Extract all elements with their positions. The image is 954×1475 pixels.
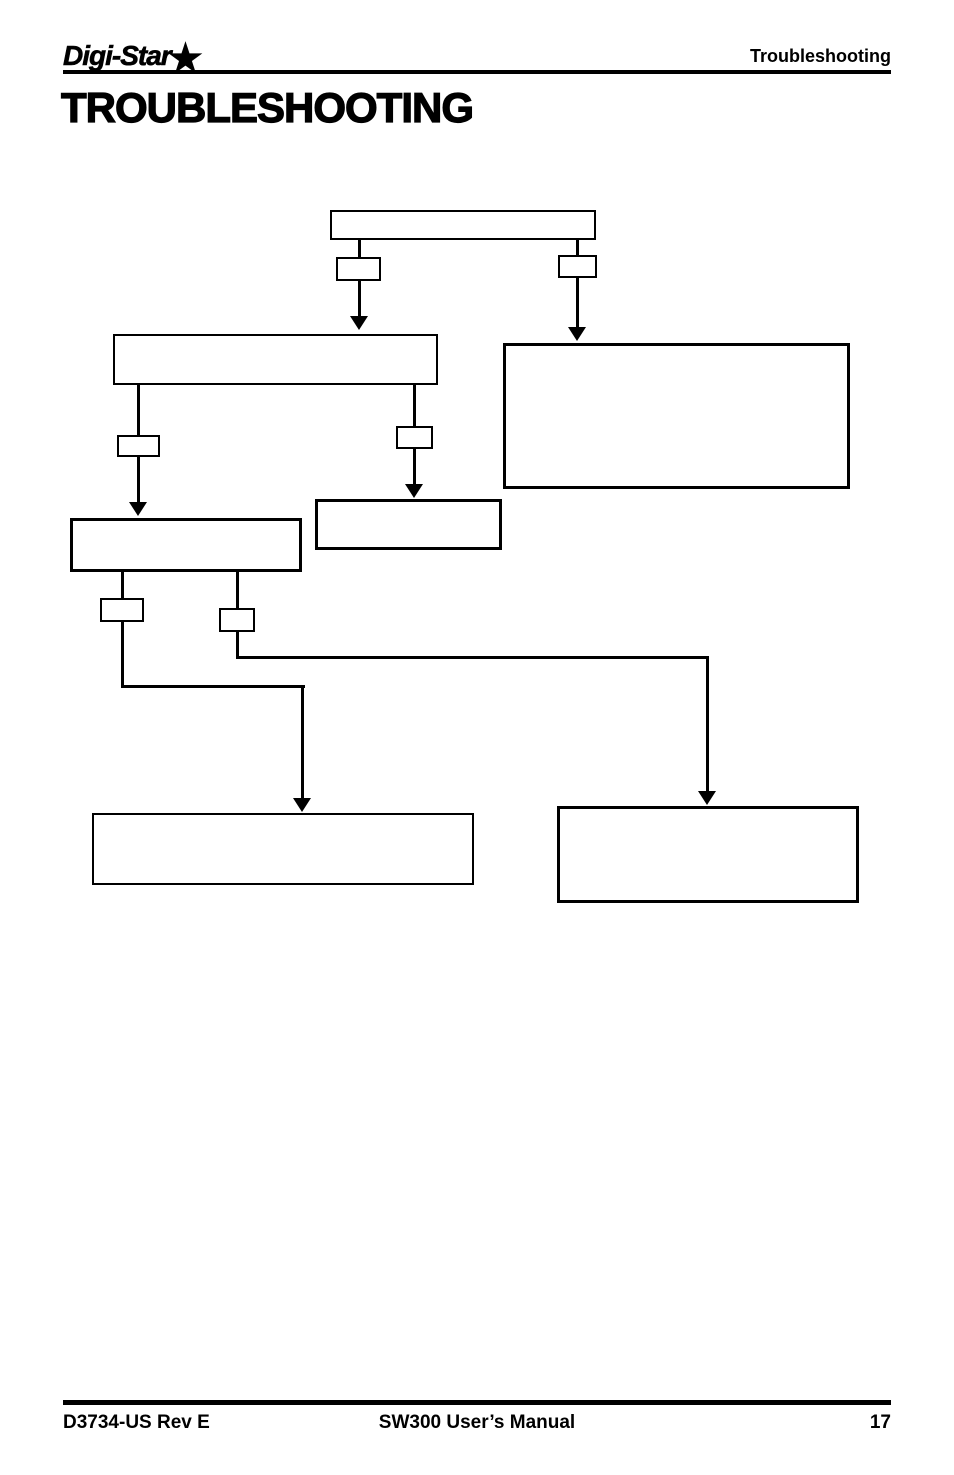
footer-rule — [63, 1400, 891, 1405]
arrow-down-icon — [350, 316, 368, 330]
flow-line-e-drop — [301, 685, 304, 799]
arrow-down-icon — [405, 484, 423, 498]
star-icon: ★ — [165, 34, 206, 83]
logo-text: Digi-Star — [63, 40, 172, 72]
flow-line-l2-to-d — [413, 385, 416, 426]
flow-bottom-right-box — [557, 806, 859, 903]
header-section-label: Troubleshooting — [750, 46, 891, 66]
flow-line-top-to-a — [358, 240, 361, 257]
flow-line-b-down — [576, 278, 579, 328]
digi-star-logo: Digi-Star★ — [63, 37, 205, 81]
footer-doc-id: D3734-US Rev E — [63, 1412, 210, 1433]
arrow-down-icon — [293, 798, 311, 812]
flow-line-top-to-b — [576, 240, 579, 255]
footer: SW300 User’s Manual D3734-US Rev E 17 — [63, 1412, 891, 1434]
flow-line-f-across — [236, 656, 709, 659]
flow-level2-left-box — [113, 334, 438, 385]
flow-level2-right-big-box — [503, 343, 850, 489]
flow-connector-box-b — [558, 255, 597, 278]
flow-level3-right-box — [315, 499, 502, 550]
flow-bottom-left-box — [92, 813, 474, 885]
flow-line-l3-to-f — [236, 572, 239, 608]
flow-top-box — [330, 210, 596, 240]
footer-page-number: 17 — [869, 1412, 891, 1433]
header-rule — [63, 70, 891, 74]
flow-line-l2-to-c — [137, 385, 140, 435]
flow-line-d-down — [413, 449, 416, 485]
flow-connector-box-c — [117, 435, 160, 457]
flow-connector-box-a — [336, 257, 381, 281]
flow-line-l3-to-e — [121, 572, 124, 598]
arrow-down-icon — [698, 791, 716, 805]
arrow-down-icon — [568, 327, 586, 341]
flow-line-c-down — [137, 457, 140, 503]
flow-line-f-drop — [706, 656, 709, 792]
flow-connector-box-d — [396, 426, 433, 449]
flow-line-a-down — [358, 281, 361, 317]
flow-connector-box-e — [100, 598, 144, 622]
page-title: TROUBLESHOOTING — [60, 83, 474, 131]
footer-manual-title: SW300 User’s Manual — [378, 1412, 576, 1433]
flow-connector-box-f — [219, 608, 255, 632]
flow-line-e-across — [121, 685, 305, 688]
flow-line-f-down — [236, 632, 239, 659]
flow-line-e-down — [121, 622, 124, 688]
flow-level3-left-box — [70, 518, 302, 572]
arrow-down-icon — [129, 502, 147, 516]
